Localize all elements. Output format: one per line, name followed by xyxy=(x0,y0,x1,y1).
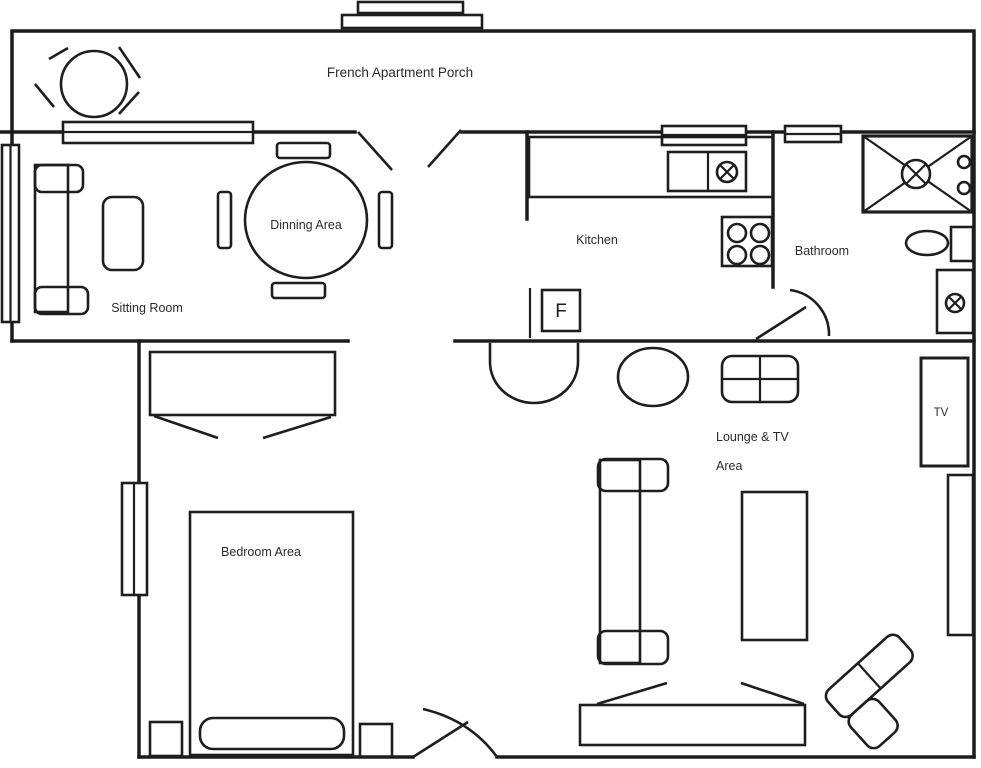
room-label-porch: French Apartment Porch xyxy=(327,65,473,80)
porch-chair-line xyxy=(117,46,142,79)
porch-table xyxy=(59,49,129,119)
room-label-bathroom: Bathroom xyxy=(795,244,849,258)
burner-icon xyxy=(726,222,748,244)
wardrobe-door-line xyxy=(596,681,805,706)
burner-icon xyxy=(749,244,771,266)
bedroom-window xyxy=(120,481,149,597)
porch-chair-line xyxy=(118,91,140,115)
loveseat xyxy=(720,354,800,404)
porch-outer-wall xyxy=(10,29,976,133)
kitchen-sink xyxy=(666,150,748,193)
burner-icon xyxy=(726,244,748,266)
porch-chair-line xyxy=(33,83,56,108)
sitting-room-window xyxy=(0,143,21,324)
dining-chair-bottom xyxy=(270,281,327,300)
pillow xyxy=(198,716,346,751)
wardrobe-door-line xyxy=(153,414,332,440)
dining-chair-right xyxy=(377,190,394,250)
bed xyxy=(188,510,355,757)
accent-chair-rotated xyxy=(824,633,914,750)
console-half-round-table xyxy=(488,343,580,405)
kitchen-window xyxy=(660,124,748,147)
entrance-door-leaf xyxy=(412,720,469,759)
tv-label: TV xyxy=(934,407,949,419)
lounge-wardrobe xyxy=(578,681,807,747)
media-shelf xyxy=(946,473,975,637)
dining-table xyxy=(243,160,369,280)
bathroom-door-arc xyxy=(789,288,831,337)
stove xyxy=(720,215,774,268)
room-label-sitting: Sitting Room xyxy=(111,301,183,315)
lounge-sofa xyxy=(596,457,670,666)
bedroom-wardrobe xyxy=(148,350,337,440)
bathroom-door-leaf xyxy=(755,305,807,341)
fridge-label: F xyxy=(555,301,567,322)
bathroom-sink xyxy=(935,268,975,335)
nightstand-left xyxy=(148,720,184,758)
porch-chair-line xyxy=(48,46,69,61)
bathtub xyxy=(861,134,974,214)
coffee-table xyxy=(740,490,809,642)
toilet xyxy=(904,225,975,263)
room-label-kitchen: Kitchen xyxy=(576,233,618,247)
entrance-door-arc xyxy=(422,707,499,758)
drain-icon xyxy=(944,292,966,314)
sitting-room-armchair xyxy=(101,195,145,272)
porch-step-lower xyxy=(340,13,484,30)
kitchen-counter xyxy=(527,135,775,199)
room-label-dining: Dinning Area xyxy=(270,218,342,232)
tap-icon xyxy=(956,154,972,170)
hall-window xyxy=(783,124,843,144)
round-side-table xyxy=(616,346,690,408)
tap-icon xyxy=(956,180,972,196)
drain-icon xyxy=(715,160,739,184)
porch-window xyxy=(61,120,255,145)
porch-door-leaf-left xyxy=(357,131,393,171)
tv-unit: TV xyxy=(919,356,970,468)
room-label-bedroom: Bedroom Area xyxy=(221,545,301,559)
fridge: F xyxy=(540,288,582,333)
porch-step-upper xyxy=(356,0,465,15)
dining-chair-top xyxy=(275,141,332,160)
dining-chair-left xyxy=(216,190,233,250)
porch-door-leaf-right xyxy=(427,129,462,168)
nightstand-right xyxy=(358,722,394,759)
room-label-lounge-line1: Lounge & TV xyxy=(716,430,789,444)
burner-icon xyxy=(749,222,771,244)
room-label-lounge-line2: Area xyxy=(716,459,742,473)
sitting-room-sofa xyxy=(33,163,90,316)
